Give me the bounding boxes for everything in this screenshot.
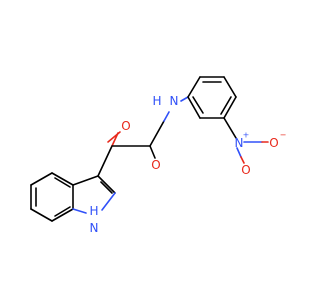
- atom-label-oxygen: O: [121, 119, 130, 133]
- amide-oxygen: O: [151, 158, 160, 172]
- glyoxyl-linker: [97, 111, 170, 177]
- molecule-structure: O O H N N + O − O H N: [30, 76, 287, 235]
- ketone-oxygen: O: [121, 119, 130, 133]
- atom-label-oxygen: O: [151, 158, 160, 172]
- charge-plus: +: [243, 131, 250, 140]
- indole-benzene-ring: [30, 172, 74, 222]
- atom-label-nitrogen: N: [90, 221, 99, 235]
- indole-nitrogen: H N: [89, 204, 98, 235]
- nitrophenyl-ring: [180, 76, 237, 139]
- atom-label-nitrogen: N: [235, 136, 244, 150]
- atom-label-hydrogen: H: [89, 204, 98, 218]
- nitro-group-labels: N + O − O: [235, 131, 287, 178]
- atom-label-hydrogen: H: [152, 94, 161, 108]
- charge-minus: −: [280, 131, 287, 140]
- atom-label-nitrogen: N: [170, 94, 179, 108]
- nitro-group-bonds: [236, 141, 269, 164]
- indole-pyrrole-ring: [72, 175, 116, 214]
- atom-label-oxygen: O: [269, 136, 278, 150]
- atom-label-oxygen: O: [241, 163, 250, 177]
- amide-nitrogen: H N: [152, 94, 178, 108]
